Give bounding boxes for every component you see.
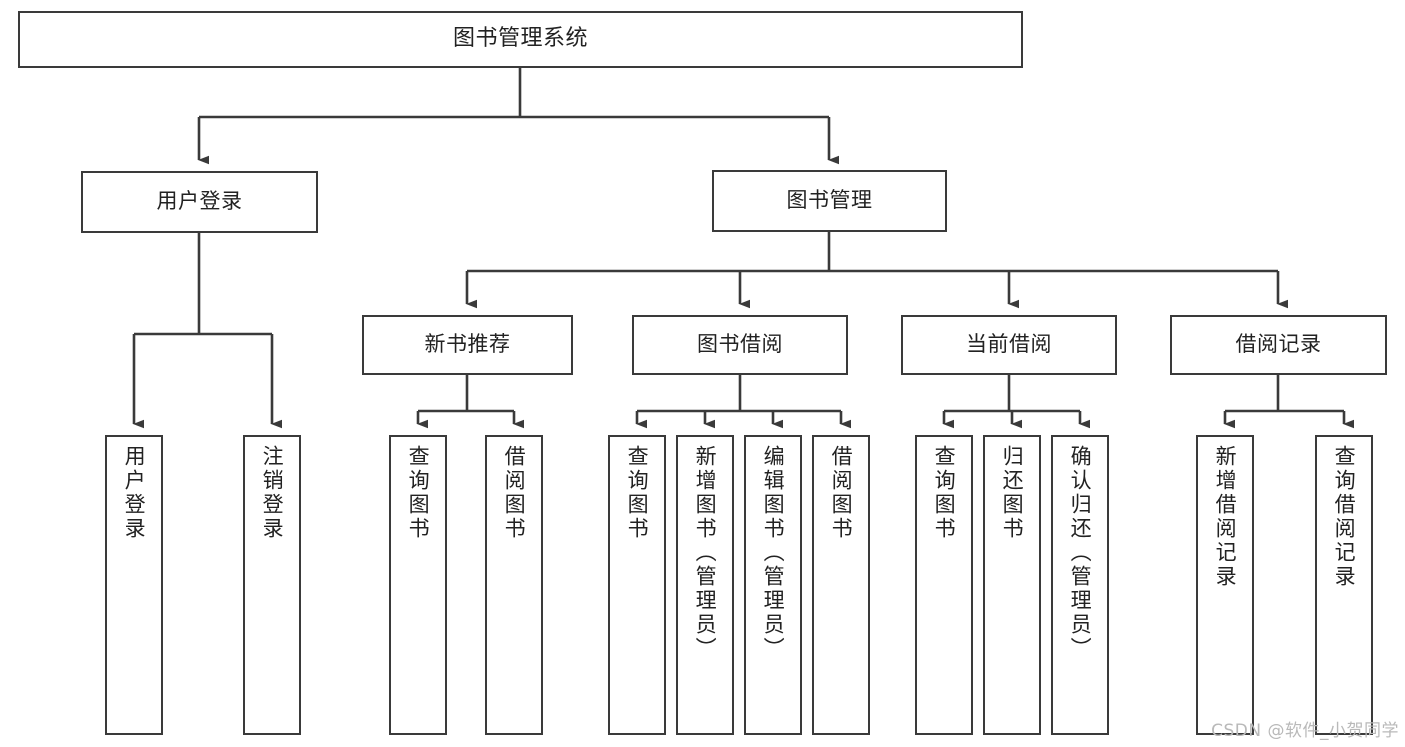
leaf-current-borrow-0[interactable]: 查询图书: [915, 435, 973, 735]
node-root-system[interactable]: 图书管理系统: [18, 11, 1023, 68]
node-label: 注销登录: [260, 445, 285, 541]
node-label: 编辑图书（管理员）: [761, 445, 786, 661]
leaf-user-login-1[interactable]: 注销登录: [243, 435, 301, 735]
leaf-book-borrow-2[interactable]: 编辑图书（管理员）: [744, 435, 802, 735]
node-label: 借阅图书: [829, 445, 854, 541]
node-label: 图书借阅: [697, 332, 783, 357]
node-label: 新增图书（管理员）: [693, 445, 718, 661]
node-label: 当前借阅: [966, 332, 1052, 357]
node-label: 新书推荐: [424, 332, 511, 357]
leaf-book-borrow-3[interactable]: 借阅图书: [812, 435, 870, 735]
node-label: 图书管理系统: [452, 26, 588, 52]
node-label: 查询图书: [932, 445, 957, 541]
node-borrow-record[interactable]: 借阅记录: [1170, 315, 1387, 375]
node-book-borrow[interactable]: 图书借阅: [632, 315, 848, 375]
node-new-book-recommend[interactable]: 新书推荐: [362, 315, 573, 375]
node-label: 用户登录: [122, 445, 147, 541]
leaf-borrow-record-0[interactable]: 新增借阅记录: [1196, 435, 1254, 735]
leaf-new-book-recommend-1[interactable]: 借阅图书: [485, 435, 543, 735]
leaf-current-borrow-1[interactable]: 归还图书: [983, 435, 1041, 735]
node-label: 用户登录: [156, 189, 243, 214]
node-label: 确认归还（管理员）: [1068, 445, 1093, 661]
node-label: 借阅图书: [502, 445, 527, 541]
leaf-current-borrow-2[interactable]: 确认归还（管理员）: [1051, 435, 1109, 735]
node-label: 查询借阅记录: [1332, 445, 1357, 589]
node-current-borrow[interactable]: 当前借阅: [901, 315, 1117, 375]
leaf-book-borrow-0[interactable]: 查询图书: [608, 435, 666, 735]
node-label: 新增借阅记录: [1213, 445, 1238, 589]
node-label: 图书管理: [786, 188, 873, 213]
leaf-borrow-record-1[interactable]: 查询借阅记录: [1315, 435, 1373, 735]
leaf-new-book-recommend-0[interactable]: 查询图书: [389, 435, 447, 735]
node-user-login[interactable]: 用户登录: [81, 171, 318, 233]
node-label: 查询图书: [406, 445, 431, 541]
leaf-user-login-0[interactable]: 用户登录: [105, 435, 163, 735]
node-label: 查询图书: [625, 445, 650, 541]
leaf-book-borrow-1[interactable]: 新增图书（管理员）: [676, 435, 734, 735]
node-label: 借阅记录: [1235, 332, 1322, 357]
node-book-manage[interactable]: 图书管理: [712, 170, 947, 232]
node-label: 归还图书: [1000, 445, 1025, 541]
